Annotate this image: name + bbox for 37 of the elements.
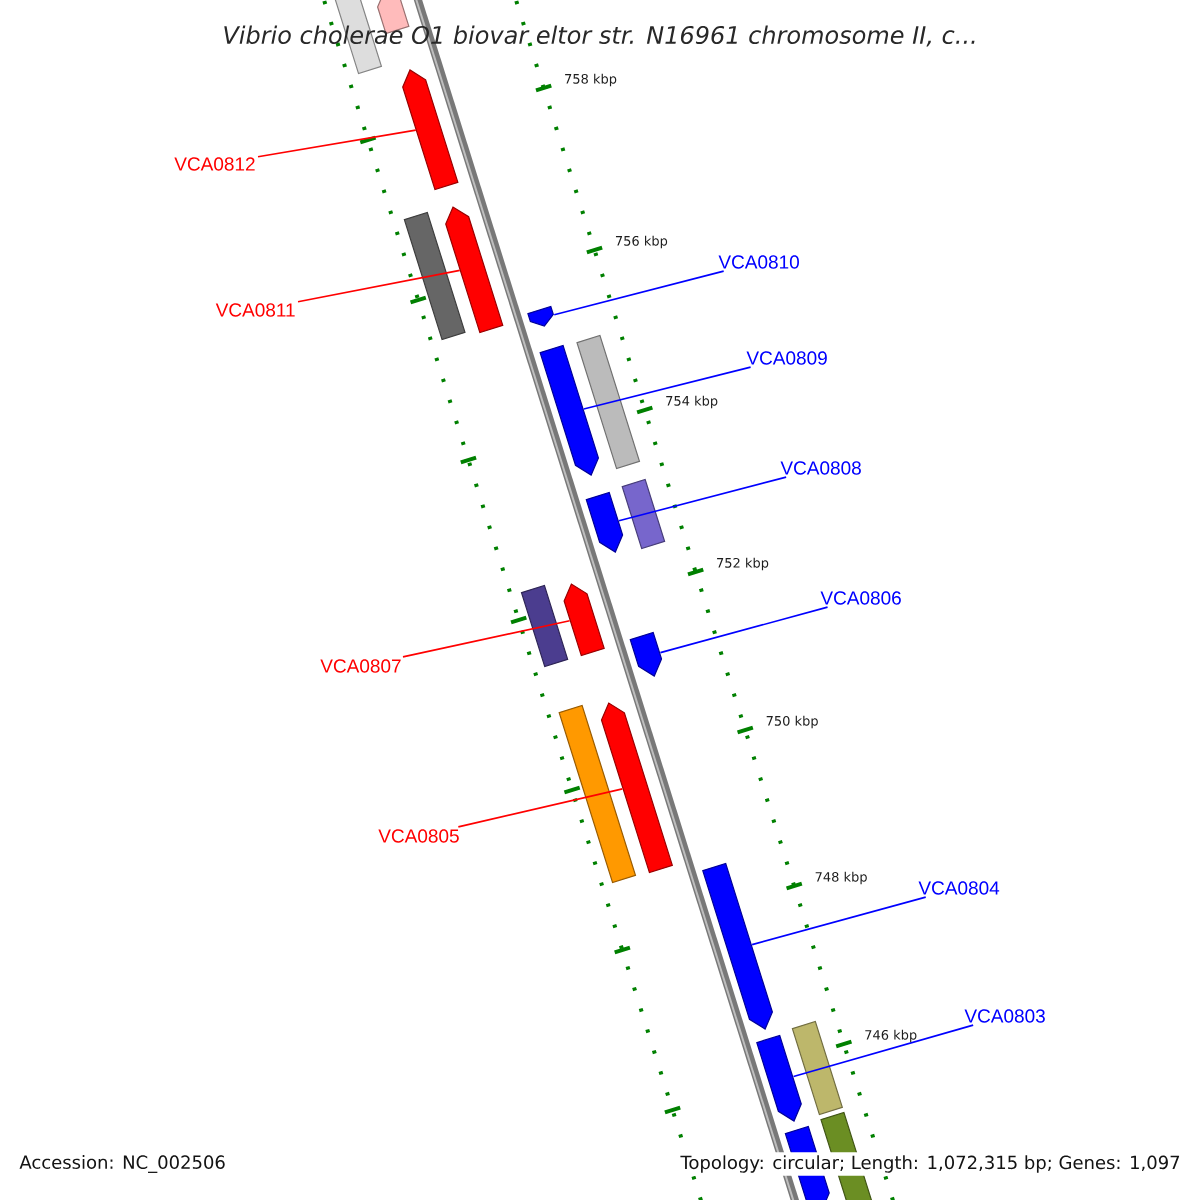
leader-line [751, 896, 927, 946]
gene-feature [563, 583, 605, 657]
gene-feature [520, 584, 569, 668]
leader-line [659, 606, 829, 654]
gene-label: VCA0807 [320, 659, 401, 673]
gene-feature [791, 1020, 844, 1116]
gene-label: VCA0804 [918, 881, 1000, 895]
gene-feature [621, 478, 666, 550]
gene-feature [403, 211, 466, 341]
gene-label: VCA0805 [378, 829, 459, 843]
leader-line [297, 269, 461, 303]
footer-text: Accession: NC_002506 [16, 1152, 229, 1176]
gene-label: VCA0803 [964, 1009, 1045, 1023]
gene-feature [702, 862, 773, 1030]
gene-label: VCA0810 [718, 255, 799, 269]
leader-line [792, 1024, 974, 1078]
footer-text: Topology: circular; Length: 1,072,315 bp; Genes: 1,097 [677, 1152, 1184, 1176]
leader-line [402, 619, 571, 658]
leader-line [457, 788, 624, 828]
leader-line [553, 270, 725, 316]
gene-feature [756, 1034, 802, 1122]
gene-label: VCA0806 [820, 591, 901, 605]
leader-line [257, 129, 417, 158]
gene-feature [558, 704, 637, 884]
gene-label: VCA0811 [215, 303, 295, 317]
gene-feature [585, 491, 624, 553]
gene-feature [539, 344, 600, 476]
leader-line [582, 366, 752, 410]
gene-label: VCA0808 [780, 461, 861, 475]
gene-feature [445, 206, 504, 334]
leader-line [618, 476, 787, 522]
gene-feature [576, 334, 641, 470]
gene-label: VCA0812 [174, 157, 255, 171]
gene-label: VCA0809 [746, 351, 827, 365]
gene-feature [629, 631, 663, 677]
gene-feature [527, 305, 554, 327]
gene-feature [402, 69, 459, 191]
